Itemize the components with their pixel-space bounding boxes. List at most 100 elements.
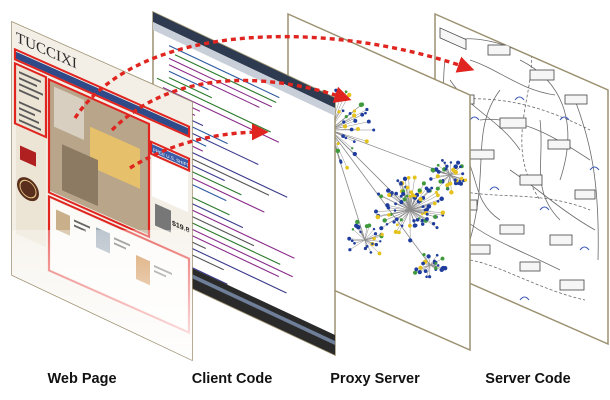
graph-node [364,111,367,115]
arrow-to-server-code [73,34,475,119]
graph-node [347,92,352,98]
graph-node [372,128,376,132]
graph-node [461,172,465,176]
graph-node [434,190,438,194]
graph-node [351,228,355,231]
graph-node [374,242,379,247]
graph-node [369,251,373,254]
graph-node [435,174,440,179]
graph-node [448,181,453,186]
graph-node [408,238,413,243]
graph-node [341,109,345,113]
graph-node [426,254,431,259]
graph-node [426,204,432,209]
graph-node [436,163,440,167]
code-line [174,54,277,103]
graph-node [449,161,453,164]
server-code-panel [434,12,609,346]
graph-node [440,210,445,215]
graph-node [385,222,389,226]
graph-node [352,109,357,113]
graph-node [351,147,354,150]
graph-node [377,251,382,256]
graph-node [402,176,408,181]
caption-server-code: Server Code [485,371,571,387]
graph-node [387,213,391,217]
caption-client-code: Client Code [191,371,273,387]
graph-node [390,191,394,195]
graph-node [445,164,449,168]
caption-web-page: Web Page [47,371,117,387]
graph-node [396,179,400,183]
graph-node [435,226,439,230]
graph-node [430,186,434,190]
graph-node [432,259,436,263]
graph-node [400,224,404,228]
graph-node [438,179,443,184]
graph-node [399,200,404,205]
graph-node [436,199,440,203]
graph-node [344,136,348,140]
graph-node [352,113,357,118]
graph-node [379,226,384,231]
graph-node [371,242,374,246]
graph-node [412,175,417,180]
graph-node [426,188,431,193]
graph-node [349,127,354,132]
graph-node [441,159,444,162]
graph-node [348,248,352,252]
graph-node [375,214,381,220]
web-page-panel: TUCCIXI [11,20,193,362]
graph-node [449,190,454,195]
code-line [174,201,295,259]
graph-node [418,265,423,270]
graph-node [399,194,403,198]
graph-node [374,209,378,214]
graph-node [372,227,376,231]
graph-node [373,232,378,236]
graph-node [379,240,382,243]
graph-node [364,224,369,229]
graph-node [425,212,429,216]
graph-node [463,178,468,182]
graph-node [364,139,369,144]
graph-node [359,230,362,234]
graph-node [436,264,440,267]
graph-node [394,217,399,222]
graph-node [397,230,401,235]
graph-node [440,256,445,261]
graph-node [386,206,391,210]
graph-node [453,178,457,182]
graph-node [439,267,444,273]
graph-node [420,222,425,226]
graph-node [441,178,445,182]
code-line [168,45,280,99]
graph-node [387,192,392,198]
code-line [156,77,271,133]
graph-node [436,193,440,198]
graph-node [423,269,428,273]
graph-node [336,142,340,146]
graph-node [341,134,345,138]
graph-node [393,209,397,212]
graph-node [393,229,399,235]
arrow-to-proxy-server [110,78,352,132]
graph-node [348,112,352,115]
graph-node [337,110,341,114]
graph-node [353,241,356,245]
graph-node [399,181,403,185]
graph-node [366,119,371,124]
graph-node [410,193,415,198]
graph-node [430,167,436,173]
arrow-to-client-code [129,123,269,170]
graph-node [417,269,422,275]
graph-node [353,118,358,123]
graph-node [414,223,418,228]
graph-node [402,197,407,202]
graph-node [420,218,424,223]
graph-node [356,127,360,131]
graph-node [413,270,418,275]
graph-node [421,181,426,186]
code-line [168,70,209,91]
